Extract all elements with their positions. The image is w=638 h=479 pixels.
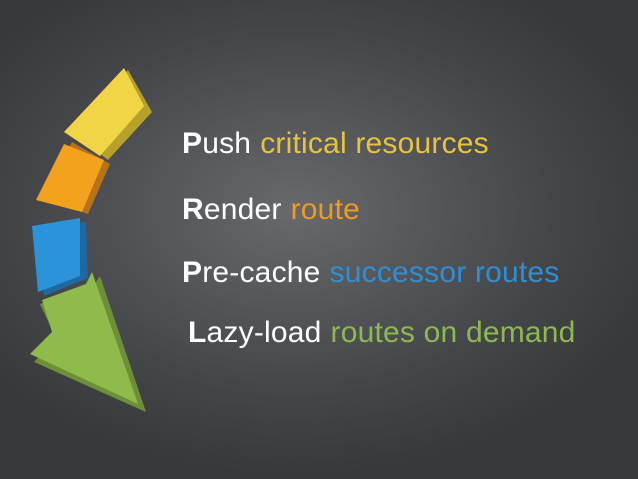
step-word: ush (202, 127, 251, 160)
step-initial: L (188, 316, 207, 349)
step-word: re-cache (202, 256, 320, 289)
step-precache: Pre-cache successor routes (182, 256, 560, 290)
arrow-segment-precache (32, 218, 88, 296)
step-detail: route (291, 193, 360, 226)
step-render: Render route (182, 193, 360, 227)
step-push: Push critical resources (182, 127, 489, 161)
step-detail: routes on demand (331, 316, 576, 349)
step-initial: P (182, 256, 202, 289)
step-initial: P (182, 127, 202, 160)
step-word: ender (204, 193, 282, 226)
step-initial: R (182, 193, 204, 226)
step-word: azy-load (207, 316, 322, 349)
step-lazyload: Lazy-load routes on demand (188, 316, 576, 350)
step-detail: successor routes (330, 256, 560, 289)
step-detail: critical resources (260, 127, 489, 160)
